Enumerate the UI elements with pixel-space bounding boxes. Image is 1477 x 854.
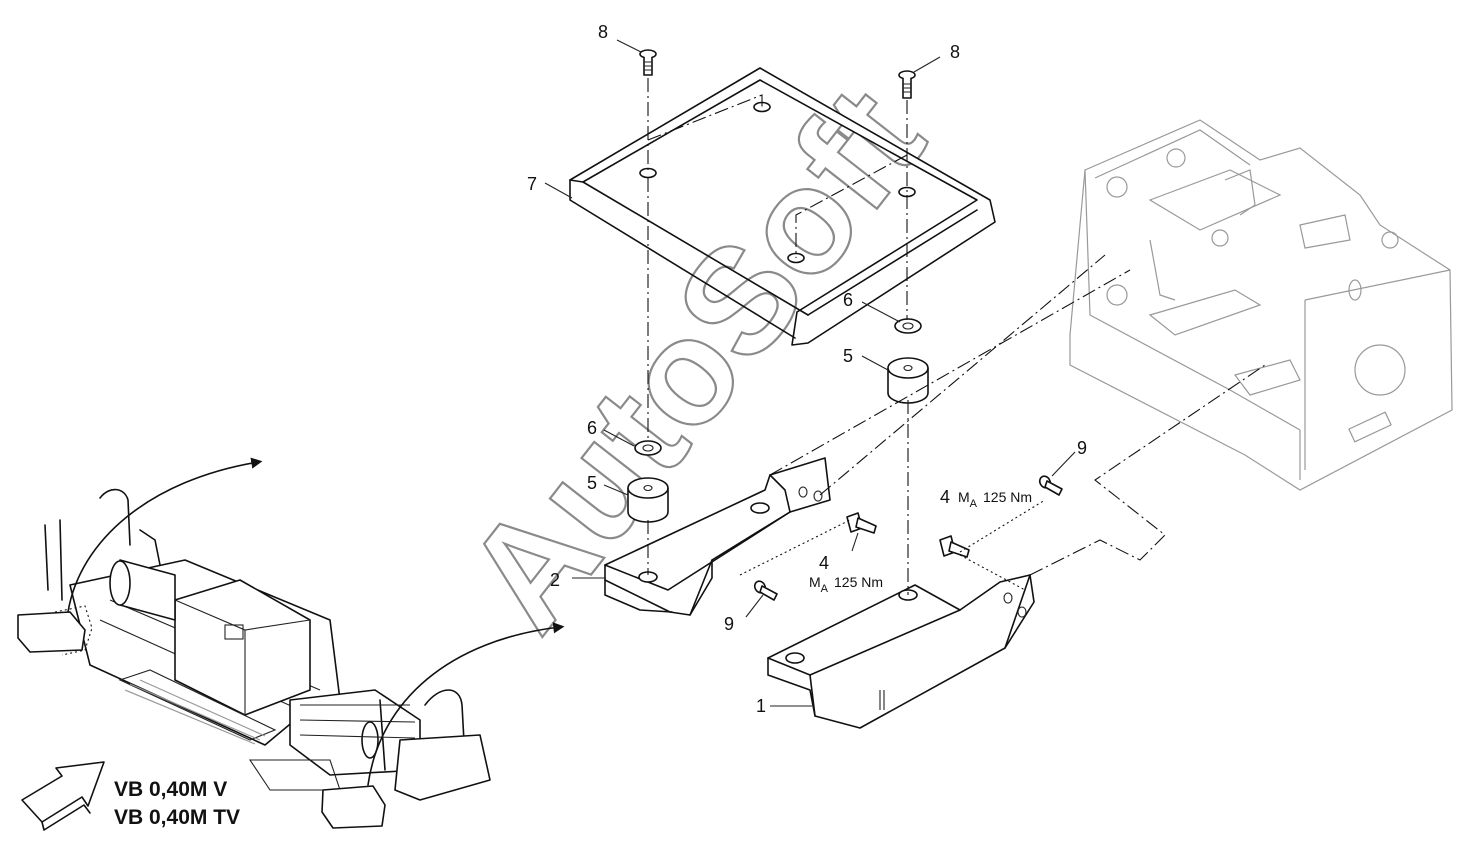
callout-4-right: 4 xyxy=(940,487,950,507)
callout-8-left: 8 xyxy=(598,22,608,42)
variant-label-tv: VB 0,40M TV xyxy=(114,806,240,829)
callout-9-right: 9 xyxy=(1077,438,1087,458)
leader-lines xyxy=(544,39,1076,707)
alignment-lines xyxy=(647,78,1266,595)
frame-housing xyxy=(1069,119,1453,491)
paver-overview xyxy=(17,457,565,829)
rubber-buffer-5-right xyxy=(887,357,929,404)
callout-4-left: 4 xyxy=(819,553,829,573)
callout-1: 1 xyxy=(756,696,766,716)
callout-2: 2 xyxy=(550,570,560,590)
callout-9-left: 9 xyxy=(724,614,734,634)
callout-8-right: 8 xyxy=(950,42,960,62)
screw-8-left xyxy=(639,49,657,76)
bolt-4-left xyxy=(846,512,877,534)
bracket-1 xyxy=(767,574,1035,729)
rubber-buffer-5-left xyxy=(627,477,669,523)
curved-arrow-icon xyxy=(367,622,565,786)
screw-9-left xyxy=(753,580,778,601)
callout-5-left: 5 xyxy=(587,473,597,493)
variant-label-v: VB 0,40M V xyxy=(114,778,227,801)
washer-6-right xyxy=(894,318,922,334)
bolt-4-right xyxy=(939,535,970,558)
washer-6-left xyxy=(634,440,662,456)
callout-6-left: 6 xyxy=(587,418,597,438)
curved-arrow-icon xyxy=(67,457,263,613)
direction-arrow-icon xyxy=(21,761,105,831)
screw-8-right xyxy=(898,70,916,99)
callout-6-right: 6 xyxy=(843,290,853,310)
callout-7: 7 xyxy=(527,174,537,194)
callout-5-right: 5 xyxy=(843,346,853,366)
screw-9-right xyxy=(1038,475,1063,496)
